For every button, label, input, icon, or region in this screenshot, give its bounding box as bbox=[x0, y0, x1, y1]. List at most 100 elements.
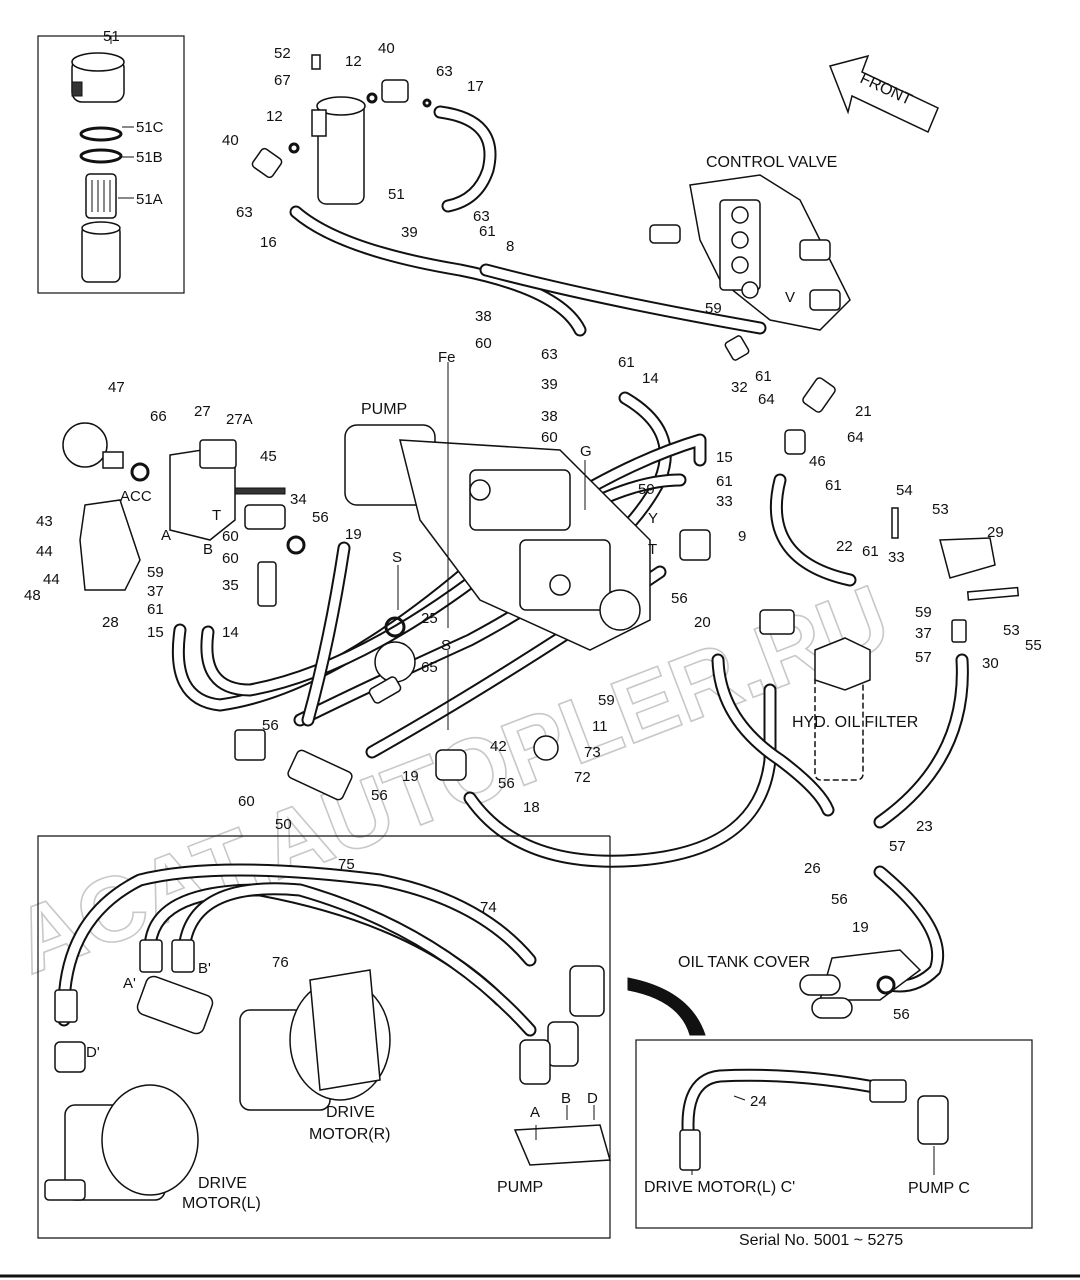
label-b-prime: B' bbox=[198, 960, 211, 977]
label-54: 54 bbox=[896, 482, 913, 499]
leader-lines bbox=[397, 362, 935, 1175]
c-port-inset-frame bbox=[635, 1039, 1033, 1229]
label-57-filter: 57 bbox=[889, 838, 906, 855]
label-38-right: 38 bbox=[541, 408, 558, 425]
label-60-right: 60 bbox=[541, 429, 558, 446]
label-63-right: 63 bbox=[541, 346, 558, 363]
detail-arrow bbox=[627, 977, 706, 1036]
label-63-mid: 63 bbox=[473, 208, 490, 225]
label-35: 35 bbox=[222, 577, 239, 594]
label-20: 20 bbox=[694, 614, 711, 631]
caption-drive-motor-r-1: DRIVE bbox=[326, 1104, 375, 1121]
oil-tank-cover-part bbox=[799, 949, 922, 1019]
caption-drive-motor-l-c: DRIVE MOTOR(L) C' bbox=[644, 1179, 795, 1196]
label-57-right: 57 bbox=[915, 649, 932, 666]
label-63-left: 63 bbox=[236, 204, 253, 221]
label-26: 26 bbox=[804, 860, 821, 877]
label-19-b: 19 bbox=[402, 768, 419, 785]
label-51a: 51A bbox=[136, 191, 163, 208]
caption-drive-motor-l-2: MOTOR(L) bbox=[182, 1195, 261, 1212]
label-24: 24 bbox=[750, 1093, 767, 1110]
label-61-top: 61 bbox=[479, 223, 496, 240]
label-23: 23 bbox=[916, 818, 933, 835]
label-64-a: 64 bbox=[758, 391, 775, 408]
label-61-22: 61 bbox=[862, 543, 879, 560]
label-56-pump: 56 bbox=[671, 590, 688, 607]
label-14-top: 14 bbox=[642, 370, 659, 387]
label-acc: ACC bbox=[120, 488, 152, 505]
label-61-block: 61 bbox=[147, 601, 164, 618]
label-72: 72 bbox=[574, 769, 591, 786]
label-59-cv: 59 bbox=[705, 300, 722, 317]
label-55: 55 bbox=[1025, 637, 1042, 654]
label-15-left: 15 bbox=[147, 624, 164, 641]
label-46: 46 bbox=[809, 453, 826, 470]
label-29: 29 bbox=[987, 524, 1004, 541]
label-63-top: 63 bbox=[436, 63, 453, 80]
front-arrow-shape bbox=[828, 54, 939, 134]
label-18: 18 bbox=[523, 799, 540, 816]
caption-pump: PUMP bbox=[361, 401, 407, 418]
label-61-right: 61 bbox=[618, 354, 635, 371]
label-64-b: 64 bbox=[847, 429, 864, 446]
label-14-left: 14 bbox=[222, 624, 239, 641]
label-61-15: 61 bbox=[716, 473, 733, 490]
label-40-left: 40 bbox=[222, 132, 239, 149]
label-39-right: 39 bbox=[541, 376, 558, 393]
main-pump-part bbox=[344, 424, 651, 651]
label-47: 47 bbox=[108, 379, 125, 396]
label-45: 45 bbox=[260, 448, 277, 465]
label-37-block: 37 bbox=[147, 583, 164, 600]
label-g: G bbox=[580, 443, 592, 460]
label-25: 25 bbox=[421, 610, 438, 627]
label-37-right: 37 bbox=[915, 625, 932, 642]
label-53-b: 53 bbox=[1003, 622, 1020, 639]
label-t-block: T bbox=[212, 507, 221, 524]
filter-inset bbox=[37, 35, 185, 294]
control-valve-part bbox=[649, 174, 851, 331]
c-port-inset bbox=[635, 1039, 1033, 1229]
label-61-46: 61 bbox=[825, 477, 842, 494]
label-22: 22 bbox=[836, 538, 853, 555]
filter-element-part bbox=[85, 173, 117, 219]
label-73: 73 bbox=[584, 744, 601, 761]
label-a-prime: A' bbox=[123, 975, 136, 992]
label-12-top: 12 bbox=[345, 53, 362, 70]
front-arrow bbox=[828, 54, 939, 134]
label-59-switch: 59 bbox=[598, 692, 615, 709]
label-s-mid: S bbox=[441, 637, 451, 654]
label-66: 66 bbox=[150, 408, 167, 425]
label-76: 76 bbox=[272, 954, 289, 971]
label-b-inset: B bbox=[561, 1090, 571, 1107]
label-74: 74 bbox=[480, 899, 497, 916]
label-56-42: 56 bbox=[498, 775, 515, 792]
hyd-oil-filter-part bbox=[759, 609, 871, 781]
label-60-block: 60 bbox=[222, 528, 239, 545]
label-44-a: 44 bbox=[36, 543, 53, 560]
caption-drive-motor-r-2: MOTOR(R) bbox=[309, 1126, 390, 1143]
label-a-block: A bbox=[161, 527, 171, 544]
label-61-cv: 61 bbox=[755, 368, 772, 385]
label-51: 51 bbox=[103, 28, 120, 45]
caption-pump-inset: PUMP bbox=[497, 1179, 543, 1196]
label-34: 34 bbox=[290, 491, 307, 508]
label-56-34: 56 bbox=[312, 509, 329, 526]
label-b-block: B bbox=[203, 541, 213, 558]
caption-pump-c: PUMP C bbox=[908, 1180, 970, 1197]
label-56-tank: 56 bbox=[893, 1006, 910, 1023]
label-67: 67 bbox=[274, 72, 291, 89]
label-38-top: 38 bbox=[475, 308, 492, 325]
label-59-block: 59 bbox=[147, 564, 164, 581]
label-56-50: 56 bbox=[262, 717, 279, 734]
label-51c: 51C bbox=[136, 119, 164, 136]
label-12-left: 12 bbox=[266, 108, 283, 125]
label-75: 75 bbox=[338, 856, 355, 873]
label-43: 43 bbox=[36, 513, 53, 530]
label-60-50: 60 bbox=[238, 793, 255, 810]
label-33-b: 33 bbox=[888, 549, 905, 566]
label-42: 42 bbox=[490, 738, 507, 755]
label-d-inset: D bbox=[587, 1090, 598, 1107]
label-21: 21 bbox=[855, 403, 872, 420]
label-56-26: 56 bbox=[831, 891, 848, 908]
caption-oil-tank-cover: OIL TANK COVER bbox=[678, 954, 810, 971]
